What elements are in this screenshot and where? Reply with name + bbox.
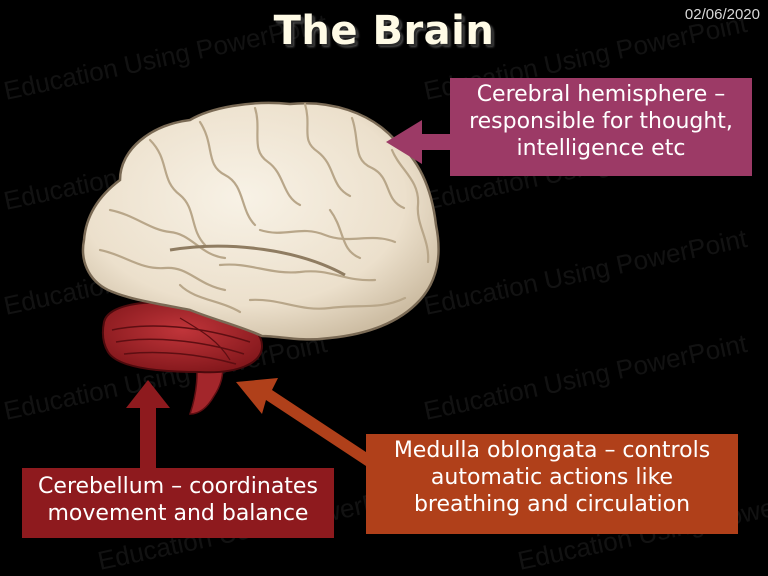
label-line: intelligence etc — [516, 135, 686, 161]
cerebellum-label: Cerebellum – coordinates movement and ba… — [22, 468, 334, 538]
slide-title: The Brain — [273, 8, 495, 54]
arrow-to-cerebellum — [126, 380, 170, 470]
label-line: movement and balance — [47, 500, 309, 526]
label-line: breathing and circulation — [413, 491, 691, 517]
cerebral-hemisphere — [81, 101, 440, 341]
label-line: Cerebral hemisphere – — [476, 82, 726, 107]
label-line: Cerebellum – coordinates — [38, 474, 318, 499]
medulla-oblongata-label: Medulla oblongata – controls automatic a… — [366, 434, 738, 534]
label-line: responsible for thought, — [469, 108, 733, 134]
label-line: Medulla oblongata – controls — [393, 438, 711, 463]
cerebral-hemisphere-label: Cerebral hemisphere – responsible for th… — [450, 78, 752, 176]
arrow-to-cerebrum — [386, 120, 450, 164]
arrow-to-medulla — [236, 378, 372, 466]
label-line: automatic actions like — [430, 464, 674, 490]
slide-date: 02/06/2020 — [684, 6, 760, 23]
